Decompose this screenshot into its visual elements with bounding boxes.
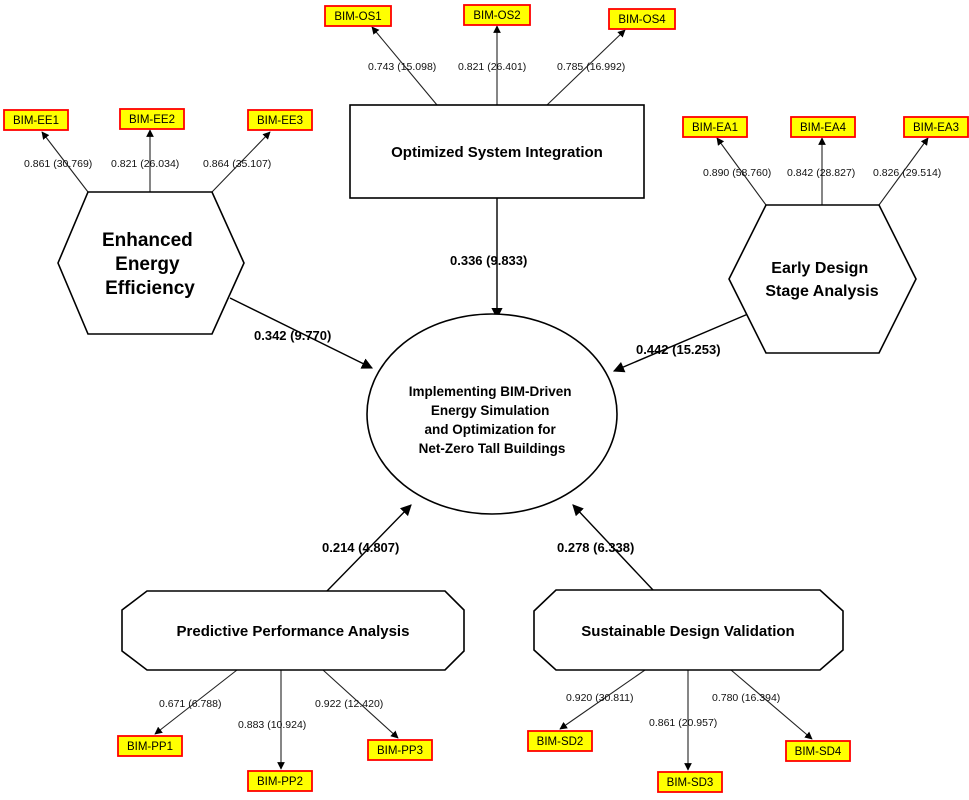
loading-label-ea1: 0.890 (58.760)	[703, 167, 771, 179]
loading-label-os2: 0.821 (26.401)	[458, 61, 526, 73]
svg-text:BIM-OS4: BIM-OS4	[618, 14, 666, 26]
indicator-bim-sd2: BIM-SD2	[527, 730, 593, 752]
indicator-bim-os1: BIM-OS1	[324, 5, 392, 27]
indicator-bim-ea4: BIM-EA4	[790, 116, 856, 138]
path-coefficient-ppa: 0.214 (4.807)	[322, 540, 399, 555]
loading-label-sd4: 0.780 (16.394)	[712, 692, 780, 704]
target-line-4: Net-Zero Tall Buildings	[419, 441, 566, 456]
loading-arrow-os1	[371, 26, 438, 106]
loading-arrow-ee3	[211, 131, 271, 193]
svg-text:BIM-EE1: BIM-EE1	[13, 115, 59, 127]
svg-text:BIM-EA4: BIM-EA4	[800, 122, 847, 134]
svg-text:Implementing BIM-Driven: Implementing BIM-Driven Energy Simulatio…	[409, 384, 576, 456]
indicator-bim-sd3: BIM-SD3	[657, 771, 723, 793]
loading-arrow-sd2	[559, 669, 646, 730]
indicator-bim-ea1: BIM-EA1	[682, 116, 748, 138]
loading-arrow-pp1	[154, 669, 238, 735]
indicator-bim-pp1: BIM-PP1	[117, 735, 183, 757]
ppa-label: Predictive Performance Analysis	[177, 623, 410, 640]
path-sdv-to-target	[572, 504, 654, 591]
loading-label-pp3: 0.922 (12.420)	[315, 698, 383, 710]
loading-label-ee2: 0.821 (26.034)	[111, 158, 179, 170]
construct-target-bim-energy-simulation: Implementing BIM-Driven Energy Simulatio…	[366, 313, 618, 515]
path-eda-to-target	[612, 313, 749, 373]
loading-arrow-ea3	[878, 137, 929, 206]
eda-line-2: Stage Analysis	[765, 283, 878, 300]
svg-text:Optimized System Integration: Optimized System Integration	[391, 144, 603, 161]
construct-early-design-stage-analysis: Early Design Stage Analysis	[728, 204, 917, 354]
svg-text:BIM-OS2: BIM-OS2	[473, 10, 520, 22]
svg-text:BIM-SD3: BIM-SD3	[667, 777, 714, 789]
svg-text:Sustainable Design Validation: Sustainable Design Validation	[581, 623, 794, 640]
svg-text:BIM-PP3: BIM-PP3	[377, 745, 423, 757]
construct-optimized-system-integration: Optimized System Integration	[349, 104, 645, 199]
svg-text:Predictive Performance Analysi: Predictive Performance Analysis	[177, 623, 410, 640]
eee-line-2: Energy	[115, 254, 180, 275]
path-ppa-to-target	[326, 504, 412, 592]
construct-enhanced-energy-efficiency: Enhanced Energy Efficiency	[57, 191, 245, 335]
loading-label-ee1: 0.861 (30.769)	[24, 158, 92, 170]
osi-label: Optimized System Integration	[391, 144, 603, 161]
loading-label-pp1: 0.671 (6.788)	[159, 698, 221, 710]
indicator-bim-ee2: BIM-EE2	[119, 108, 185, 130]
path-coefficient-eee: 0.342 (9.770)	[254, 328, 331, 343]
indicator-bim-pp3: BIM-PP3	[367, 739, 433, 761]
loading-label-sd3: 0.861 (20.957)	[649, 717, 717, 729]
loading-label-ee3: 0.864 (35.107)	[203, 158, 271, 170]
path-coefficient-sdv: 0.278 (6.338)	[557, 540, 634, 555]
loading-label-ea3: 0.826 (29.514)	[873, 167, 941, 179]
indicator-bim-sd4: BIM-SD4	[785, 740, 851, 762]
path-eee-to-target	[229, 297, 374, 369]
loading-label-ea4: 0.842 (28.827)	[787, 167, 855, 179]
svg-text:Enhanced Energy Ef: Enhanced Energy Efficiency	[102, 230, 198, 299]
svg-text:BIM-SD4: BIM-SD4	[795, 746, 842, 758]
indicator-bim-ee1: BIM-EE1	[3, 109, 69, 131]
construct-predictive-performance-analysis: Predictive Performance Analysis	[121, 590, 465, 671]
sdv-label: Sustainable Design Validation	[581, 623, 794, 640]
eda-line-1: Early Design	[771, 260, 868, 277]
loading-arrow-pp3	[322, 669, 399, 739]
loading-arrow-ee1	[41, 131, 89, 193]
loading-arrow-ea1	[716, 137, 767, 206]
svg-text:BIM-EE2: BIM-EE2	[129, 114, 175, 126]
loading-arrow-os4	[546, 29, 626, 106]
indicator-bim-os4: BIM-OS4	[608, 8, 676, 30]
target-line-1: Implementing BIM-Driven	[409, 384, 572, 399]
loading-label-pp2: 0.883 (10.924)	[238, 719, 306, 731]
eee-line-3: Efficiency	[105, 278, 195, 299]
eee-line-1: Enhanced	[102, 230, 193, 251]
loading-arrow-sd4	[730, 669, 813, 740]
svg-text:BIM-OS1: BIM-OS1	[334, 11, 381, 23]
indicator-bim-pp2: BIM-PP2	[247, 770, 313, 792]
svg-text:Early Design Stage Analy: Early Design Stage Analysis	[765, 260, 878, 300]
target-line-2: Energy Simulation	[431, 403, 550, 418]
path-coefficient-osi: 0.336 (9.833)	[450, 253, 527, 268]
svg-text:BIM-EE3: BIM-EE3	[257, 115, 303, 127]
loading-label-os4: 0.785 (16.992)	[557, 61, 625, 73]
svg-text:BIM-SD2: BIM-SD2	[537, 736, 584, 748]
path-coefficient-eda: 0.442 (15.253)	[636, 342, 721, 357]
indicator-bim-os2: BIM-OS2	[463, 4, 531, 26]
svg-text:BIM-EA3: BIM-EA3	[913, 122, 959, 134]
construct-sustainable-design-validation: Sustainable Design Validation	[533, 589, 844, 671]
indicator-bim-ea3: BIM-EA3	[903, 116, 969, 138]
svg-text:BIM-PP1: BIM-PP1	[127, 741, 173, 753]
svg-text:BIM-PP2: BIM-PP2	[257, 776, 303, 788]
indicator-bim-ee3: BIM-EE3	[247, 109, 313, 131]
loading-label-sd2: 0.920 (30.811)	[566, 692, 634, 704]
target-line-3: and Optimization for	[424, 422, 556, 437]
svg-text:BIM-EA1: BIM-EA1	[692, 122, 738, 134]
loading-label-os1: 0.743 (15.098)	[368, 61, 436, 73]
